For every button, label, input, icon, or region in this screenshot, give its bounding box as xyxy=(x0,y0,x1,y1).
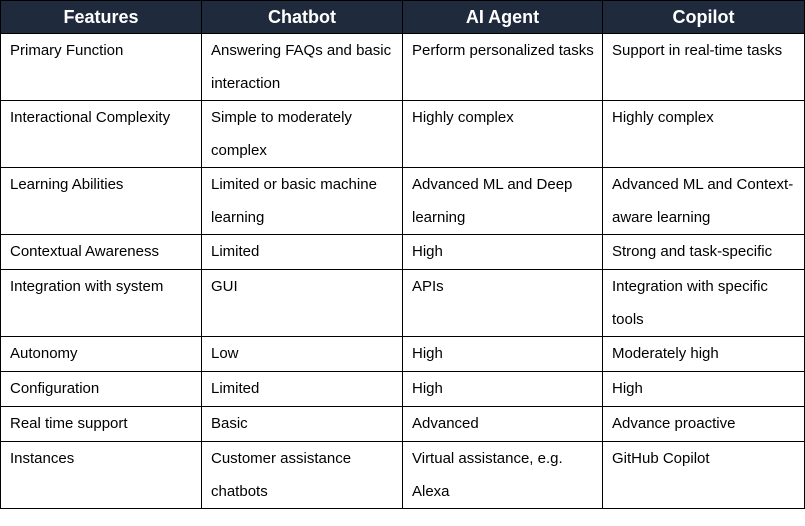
header-features: Features xyxy=(0,0,202,34)
copilot-cell: Support in real-time tasks xyxy=(602,33,805,101)
ai-agent-cell: High xyxy=(402,336,603,372)
ai-agent-cell: Perform personalized tasks xyxy=(402,33,603,101)
copilot-cell: Strong and task-specific xyxy=(602,234,805,270)
header-row: Features Chatbot AI Agent Copilot xyxy=(0,0,805,34)
feature-cell: Integration with system xyxy=(0,269,202,337)
ai-agent-cell: Advanced xyxy=(402,406,603,442)
table-row: Instances Customer assistance chatbots V… xyxy=(0,441,805,509)
feature-cell: Instances xyxy=(0,441,202,509)
ai-agent-cell: Advanced ML and Deep learning xyxy=(402,167,603,235)
copilot-cell: Integration with specific tools xyxy=(602,269,805,337)
chatbot-cell: Low xyxy=(201,336,403,372)
header-copilot: Copilot xyxy=(602,0,805,34)
table-row: Learning Abilities Limited or basic mach… xyxy=(0,167,805,235)
table-row: Primary Function Answering FAQs and basi… xyxy=(0,33,805,101)
chatbot-cell: Basic xyxy=(201,406,403,442)
feature-cell: Real time support xyxy=(0,406,202,442)
ai-agent-cell: Highly complex xyxy=(402,100,603,168)
header-ai-agent: AI Agent xyxy=(402,0,603,34)
copilot-cell: Moderately high xyxy=(602,336,805,372)
chatbot-cell: Answering FAQs and basic interaction xyxy=(201,33,403,101)
chatbot-cell: GUI xyxy=(201,269,403,337)
feature-cell: Contextual Awareness xyxy=(0,234,202,270)
header-chatbot: Chatbot xyxy=(201,0,403,34)
ai-agent-cell: High xyxy=(402,234,603,270)
table-row: Configuration Limited High High xyxy=(0,371,805,407)
comparison-table: Features Chatbot AI Agent Copilot Primar… xyxy=(0,0,805,509)
ai-agent-cell: High xyxy=(402,371,603,407)
ai-agent-cell: Virtual assistance, e.g. Alexa xyxy=(402,441,603,509)
table-row: Autonomy Low High Moderately high xyxy=(0,336,805,372)
copilot-cell: Advance proactive xyxy=(602,406,805,442)
chatbot-cell: Simple to moderately complex xyxy=(201,100,403,168)
feature-cell: Configuration xyxy=(0,371,202,407)
chatbot-cell: Customer assistance chatbots xyxy=(201,441,403,509)
feature-cell: Primary Function xyxy=(0,33,202,101)
copilot-cell: Advanced ML and Context-aware learning xyxy=(602,167,805,235)
chatbot-cell: Limited or basic machine learning xyxy=(201,167,403,235)
chatbot-cell: Limited xyxy=(201,234,403,270)
table-row: Real time support Basic Advanced Advance… xyxy=(0,406,805,442)
table-row: Contextual Awareness Limited High Strong… xyxy=(0,234,805,270)
table-row: Interactional Complexity Simple to moder… xyxy=(0,100,805,168)
copilot-cell: GitHub Copilot xyxy=(602,441,805,509)
copilot-cell: High xyxy=(602,371,805,407)
copilot-cell: Highly complex xyxy=(602,100,805,168)
ai-agent-cell: APIs xyxy=(402,269,603,337)
chatbot-cell: Limited xyxy=(201,371,403,407)
feature-cell: Autonomy xyxy=(0,336,202,372)
table-row: Integration with system GUI APIs Integra… xyxy=(0,269,805,337)
feature-cell: Interactional Complexity xyxy=(0,100,202,168)
feature-cell: Learning Abilities xyxy=(0,167,202,235)
